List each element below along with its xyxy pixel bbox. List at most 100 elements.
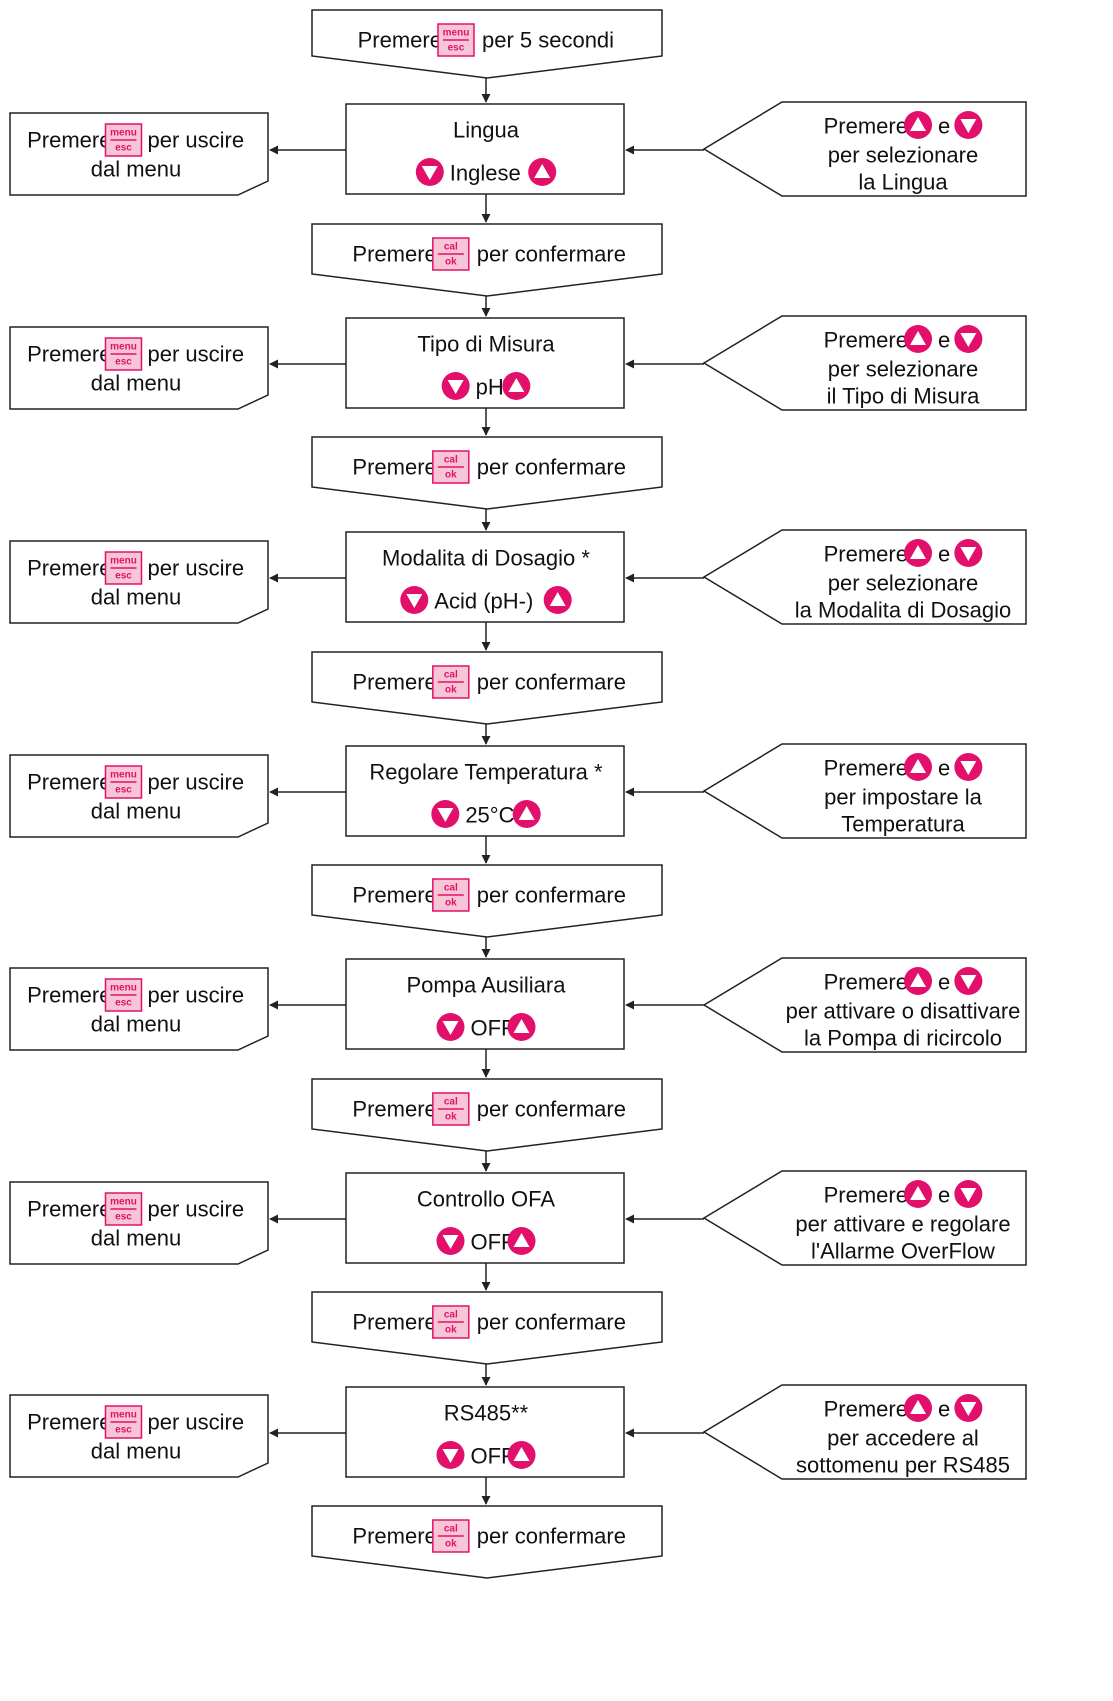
exit-pre-label: Premere	[27, 770, 111, 795]
step-title: Regolare Temperatura *	[369, 760, 603, 785]
hint-pre-label: Premere	[824, 1183, 908, 1208]
triangle-up-icon	[512, 800, 541, 828]
key-label-top: menu	[110, 342, 137, 353]
hint-line2-label: per impostare la	[824, 785, 983, 810]
triangle-down-icon	[954, 1180, 983, 1208]
confirm-pre-label: Premere	[352, 455, 436, 480]
key-label-bottom: esc	[115, 571, 132, 582]
confirm-post-label: per confermare	[477, 455, 626, 480]
key-label-top: cal	[444, 883, 458, 894]
key-label-bottom: esc	[115, 357, 132, 368]
hint-line2-label: per selezionare	[828, 357, 978, 382]
exit-post-label: per uscire	[147, 342, 244, 367]
hint-mid-label: e	[938, 114, 950, 139]
triangle-up-icon	[507, 1441, 536, 1469]
step-value: 25°C	[465, 803, 514, 828]
exit-post-label: per uscire	[147, 1410, 244, 1435]
key-label-top: cal	[444, 670, 458, 681]
hint-line3-label: sottomenu per RS485	[796, 1453, 1010, 1478]
step-title: Controllo OFA	[417, 1187, 555, 1212]
exit-post-label: per uscire	[147, 128, 244, 153]
exit-line2-label: dal menu	[91, 1226, 182, 1251]
confirm-pre-label: Premere	[352, 670, 436, 695]
exit-line2-label: dal menu	[91, 1012, 182, 1037]
hint-mid-label: e	[938, 970, 950, 995]
triangle-down-icon	[436, 1441, 465, 1469]
hint-line3-label: il Tipo di Misura	[827, 384, 981, 409]
confirm-post-label: per confermare	[477, 1524, 626, 1549]
step-title: Modalita di Dosagio *	[382, 546, 590, 571]
key-label-top: menu	[110, 556, 137, 567]
triangle-up-icon	[543, 586, 572, 614]
key-label-bottom: esc	[115, 1212, 132, 1223]
key-label-bottom: esc	[115, 998, 132, 1009]
confirm-pre-label: Premere	[352, 1097, 436, 1122]
key-label-top: cal	[444, 1524, 458, 1535]
key-label-top: menu	[110, 1410, 137, 1421]
confirm-pre-label: Premere	[352, 1524, 436, 1549]
step-title: Pompa Ausiliara	[407, 973, 567, 998]
exit-line2-label: dal menu	[91, 1439, 182, 1464]
triangle-down-icon	[441, 372, 470, 400]
exit-line2-label: dal menu	[91, 799, 182, 824]
hint-pre-label: Premere	[824, 756, 908, 781]
confirm-post-label: per confermare	[477, 1310, 626, 1335]
exit-line2-label: dal menu	[91, 157, 182, 182]
triangle-up-icon	[528, 158, 557, 186]
hint-line3-label: Temperatura	[841, 812, 965, 837]
triangle-down-icon	[954, 1394, 983, 1422]
exit-post-label: per uscire	[147, 770, 244, 795]
hint-line2-label: per accedere al	[827, 1426, 979, 1451]
hint-line3-label: la Pompa di ricircolo	[804, 1026, 1002, 1051]
step-title: Tipo di Misura	[417, 332, 555, 357]
hint-line2-label: per attivare o disattivare	[786, 999, 1021, 1024]
triangle-up-icon	[904, 753, 933, 781]
key-label-bottom: ok	[445, 685, 457, 696]
step-value: OFF	[470, 1016, 514, 1041]
triangle-down-icon	[436, 1013, 465, 1041]
hint-line2-label: per attivare e regolare	[795, 1212, 1010, 1237]
confirm-post-label: per confermare	[477, 883, 626, 908]
hint-line3-label: la Lingua	[858, 170, 948, 195]
triangle-up-icon	[507, 1013, 536, 1041]
key-label-bottom: ok	[445, 470, 457, 481]
key-label-top: cal	[444, 242, 458, 253]
hint-pre-label: Premere	[824, 114, 908, 139]
triangle-down-icon	[400, 586, 429, 614]
start-post-label: per 5 secondi	[482, 28, 614, 53]
triangle-down-icon	[954, 967, 983, 995]
confirm-pre-label: Premere	[352, 242, 436, 267]
triangle-up-icon	[507, 1227, 536, 1255]
triangle-up-icon	[904, 1180, 933, 1208]
exit-pre-label: Premere	[27, 556, 111, 581]
exit-post-label: per uscire	[147, 556, 244, 581]
start-pre-label: Premere	[358, 28, 442, 53]
menu-step-box: Modalita di Dosagio *Acid (pH-)	[345, 531, 625, 623]
confirm-post-label: per confermare	[477, 670, 626, 695]
key-label-bottom: ok	[445, 898, 457, 909]
exit-post-label: per uscire	[147, 983, 244, 1008]
triangle-down-icon	[436, 1227, 465, 1255]
confirm-pre-label: Premere	[352, 1310, 436, 1335]
